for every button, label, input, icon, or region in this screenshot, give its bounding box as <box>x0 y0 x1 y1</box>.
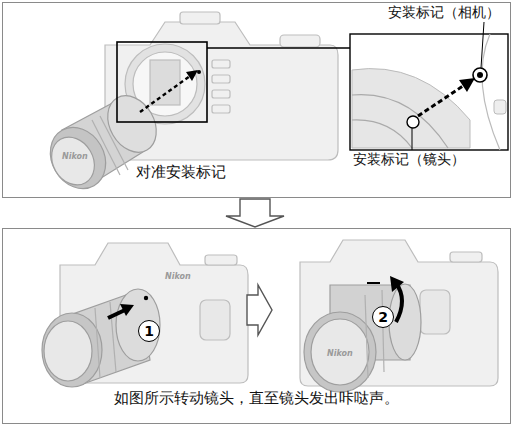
push-arrow <box>108 310 125 318</box>
rotate-arrowhead <box>390 276 404 292</box>
callout-number: 2 <box>372 306 394 328</box>
mount-mark-line <box>367 282 380 284</box>
inset <box>350 22 508 150</box>
mount-mark-dot <box>197 70 201 74</box>
align-arrow-small <box>140 76 190 112</box>
panel-caption: 如图所示转动镜头，直至镜头发出咔哒声。 <box>3 389 510 408</box>
step-arrow <box>247 285 272 335</box>
step-panel: 如图所示转动镜头，直至镜头发出咔哒声。 1 2 <box>2 228 511 424</box>
lens-2 <box>304 284 421 392</box>
part-label: 安装标记（镜头） <box>353 151 465 169</box>
brand-mark: Nikon <box>62 152 88 161</box>
hollow-arrow <box>226 199 284 227</box>
callout-number-text: 1 <box>144 324 154 338</box>
part-label: 安装标记（相机） <box>388 4 500 22</box>
zoom-line <box>207 47 350 48</box>
callout-number-text: 2 <box>378 310 388 324</box>
brand-mark: Nikon <box>327 349 353 358</box>
rotate-arrow <box>396 283 402 322</box>
zoom-frame <box>117 42 207 122</box>
mount-mark-dot-1 <box>144 296 148 300</box>
lens-1 <box>42 289 160 387</box>
step-panel: 对准安装标记 <box>2 2 511 198</box>
push-arrowhead <box>120 304 134 316</box>
brand-mark: Nikon <box>165 272 191 281</box>
lens-top <box>39 87 166 199</box>
align-arrowhead-small <box>186 70 198 81</box>
panel-caption: 对准安装标记 <box>136 163 226 182</box>
callout-number: 1 <box>138 320 160 342</box>
